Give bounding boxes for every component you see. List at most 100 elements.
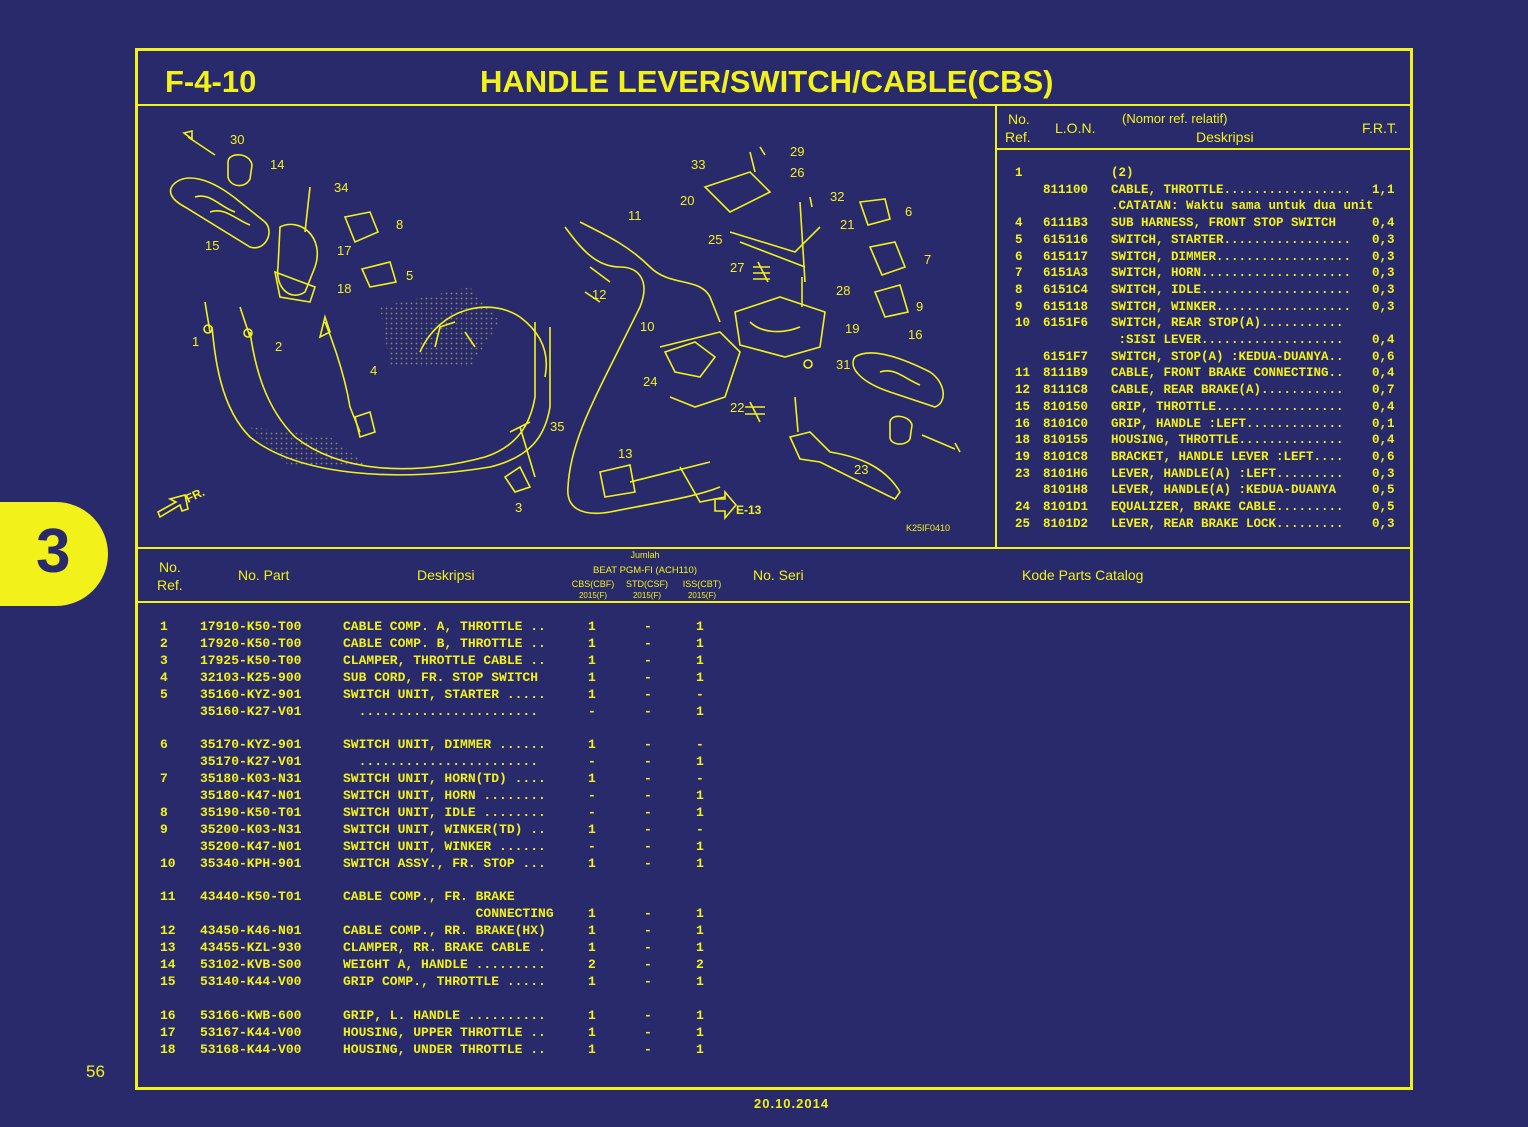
callout-label: 1 [192, 334, 199, 349]
row-qty-iss: 1 [696, 635, 704, 651]
row-ref: 12 [160, 923, 176, 939]
callout-label: 17 [337, 243, 351, 258]
lon-code: 8101C8 [1043, 449, 1089, 464]
row-part-number: 35340-KPH-901 [200, 855, 302, 871]
lon-desc: LEVER, REAR BRAKE LOCK......... [1111, 516, 1344, 531]
parts-header-ref: Ref. [157, 577, 183, 593]
lon-desc: GRIP, HANDLE :LEFT............. [1111, 416, 1344, 431]
parts-header-type-2: STD(CSF) [626, 579, 668, 589]
parts-header-type-1: CBS(CBF) [571, 579, 615, 589]
callout-label: 24 [643, 374, 657, 389]
lon-header-frt: F.R.T. [1362, 120, 1398, 136]
lon-desc: .CATATAN: Waktu sama untuk dua unit [1111, 199, 1374, 214]
parts-header-jumlah: Jumlah [630, 550, 660, 560]
row-qty-cbs: 1 [588, 686, 596, 702]
callout-label: 31 [836, 357, 850, 372]
lon-code: 615116 [1043, 232, 1089, 247]
lon-code: 6111B3 [1043, 216, 1089, 231]
row-qty-cbs: 2 [588, 957, 596, 972]
row-qty-iss: 2 [696, 957, 704, 972]
row-part-number: 53102-KVB-S00 [200, 957, 302, 972]
callout-label: 28 [836, 283, 850, 298]
row-qty-cbs: 1 [588, 771, 596, 787]
row-description: CLAMPER, THROTTLE CABLE .. [343, 652, 546, 668]
row-ref: 8 [160, 804, 168, 820]
lon-frt: 0,5 [1372, 500, 1395, 514]
lon-ref: 9 [1015, 299, 1023, 314]
row-description: HOUSING, UNDER THROTTLE .. [343, 1041, 546, 1057]
lon-desc: (2) [1111, 166, 1134, 180]
lon-code: 6151F6 [1043, 316, 1089, 331]
lon-header-divider [996, 148, 1410, 150]
lon-ref: 10 [1015, 316, 1031, 331]
row-part-number: 17925-K50-T00 [200, 652, 302, 668]
header-divider [138, 104, 1410, 106]
row-qty-iss: 1 [696, 973, 704, 989]
row-ref: 5 [160, 686, 168, 702]
row-qty-std: - [644, 619, 652, 634]
row-qty-iss: 1 [696, 1024, 704, 1040]
section-tab: 3 [0, 502, 108, 606]
row-description: SWITCH UNIT, WINKER ...... [343, 838, 546, 854]
row-qty-std: - [644, 669, 652, 685]
callout-label: 16 [908, 327, 922, 342]
row-description: ....................... [343, 754, 539, 770]
lon-code: 8101H8 [1043, 483, 1089, 498]
row-qty-std: - [644, 737, 652, 753]
parts-header-type-3: ISS(CBT) [682, 579, 722, 589]
row-ref: 13 [160, 940, 176, 956]
lon-desc: BRACKET, HANDLE LEVER :LEFT.... [1111, 449, 1344, 464]
callout-label: 33 [691, 157, 705, 172]
row-ref: 2 [160, 635, 168, 651]
row-qty-std: - [644, 923, 652, 939]
row-qty-iss: 1 [696, 669, 704, 685]
row-qty-iss: 1 [696, 1007, 704, 1023]
lon-desc: LEVER, HANDLE(A) :KEDUA-DUANYA [1111, 483, 1337, 498]
parts-header-year-3: 2015(F) [687, 591, 716, 600]
row-part-number: 17920-K50-T00 [200, 635, 302, 651]
parts-header-model: BEAT PGM-FI (ACH110) [593, 565, 697, 576]
row-ref: 17 [160, 1024, 176, 1040]
parts-header-no: No. [159, 559, 181, 575]
row-qty-std: - [644, 973, 652, 989]
lon-ref: 15 [1015, 399, 1031, 414]
lon-code: 615118 [1043, 299, 1089, 314]
row-part-number: 53167-K44-V00 [200, 1024, 302, 1040]
lon-ref: 19 [1015, 449, 1031, 464]
row-qty-cbs: - [588, 703, 596, 719]
lon-frt: 0,6 [1372, 449, 1395, 464]
row-qty-std: - [644, 940, 652, 956]
row-description: GRIP COMP., THROTTLE ..... [343, 973, 546, 989]
lon-frt: 0,4 [1372, 216, 1395, 231]
callout-label: 23 [854, 462, 868, 477]
lon-frt: 0,3 [1372, 466, 1395, 481]
callout-label: 12 [592, 287, 606, 302]
lon-header-ref: Ref. [1005, 129, 1031, 145]
lon-frt: 0,4 [1372, 366, 1395, 381]
row-qty-cbs: 1 [588, 652, 596, 668]
lon-frt: 0,4 [1372, 399, 1395, 414]
lon-code: 8111B9 [1043, 366, 1089, 381]
row-qty-std: - [644, 754, 652, 770]
row-qty-cbs: 1 [588, 669, 596, 685]
row-part-number: 35180-K03-N31 [200, 771, 302, 787]
lon-ref: 4 [1015, 216, 1023, 231]
row-part-number: 53168-K44-V00 [200, 1041, 302, 1057]
row-part-number: 35190-K50-T01 [200, 804, 302, 820]
row-part-number: 35160-K27-V01 [200, 703, 302, 719]
e13-label: E-13 [736, 503, 762, 517]
callout-label: 11 [628, 208, 642, 223]
callout-label: 21 [840, 217, 854, 232]
parts-header-divider [138, 601, 1410, 603]
row-description: SWITCH UNIT, IDLE ........ [343, 804, 546, 820]
row-qty-iss: 1 [696, 652, 704, 668]
lon-desc: SWITCH, REAR STOP(A)........... [1111, 316, 1344, 331]
lon-code: 8101C0 [1043, 416, 1089, 431]
row-description: SWITCH UNIT, WINKER(TD) .. [343, 821, 546, 837]
row-qty-std: - [644, 1007, 652, 1023]
lon-ref: 24 [1015, 500, 1031, 514]
row-qty-cbs: 1 [588, 855, 596, 871]
callout-label: 4 [370, 363, 377, 378]
lon-ref: 1 [1015, 166, 1023, 180]
